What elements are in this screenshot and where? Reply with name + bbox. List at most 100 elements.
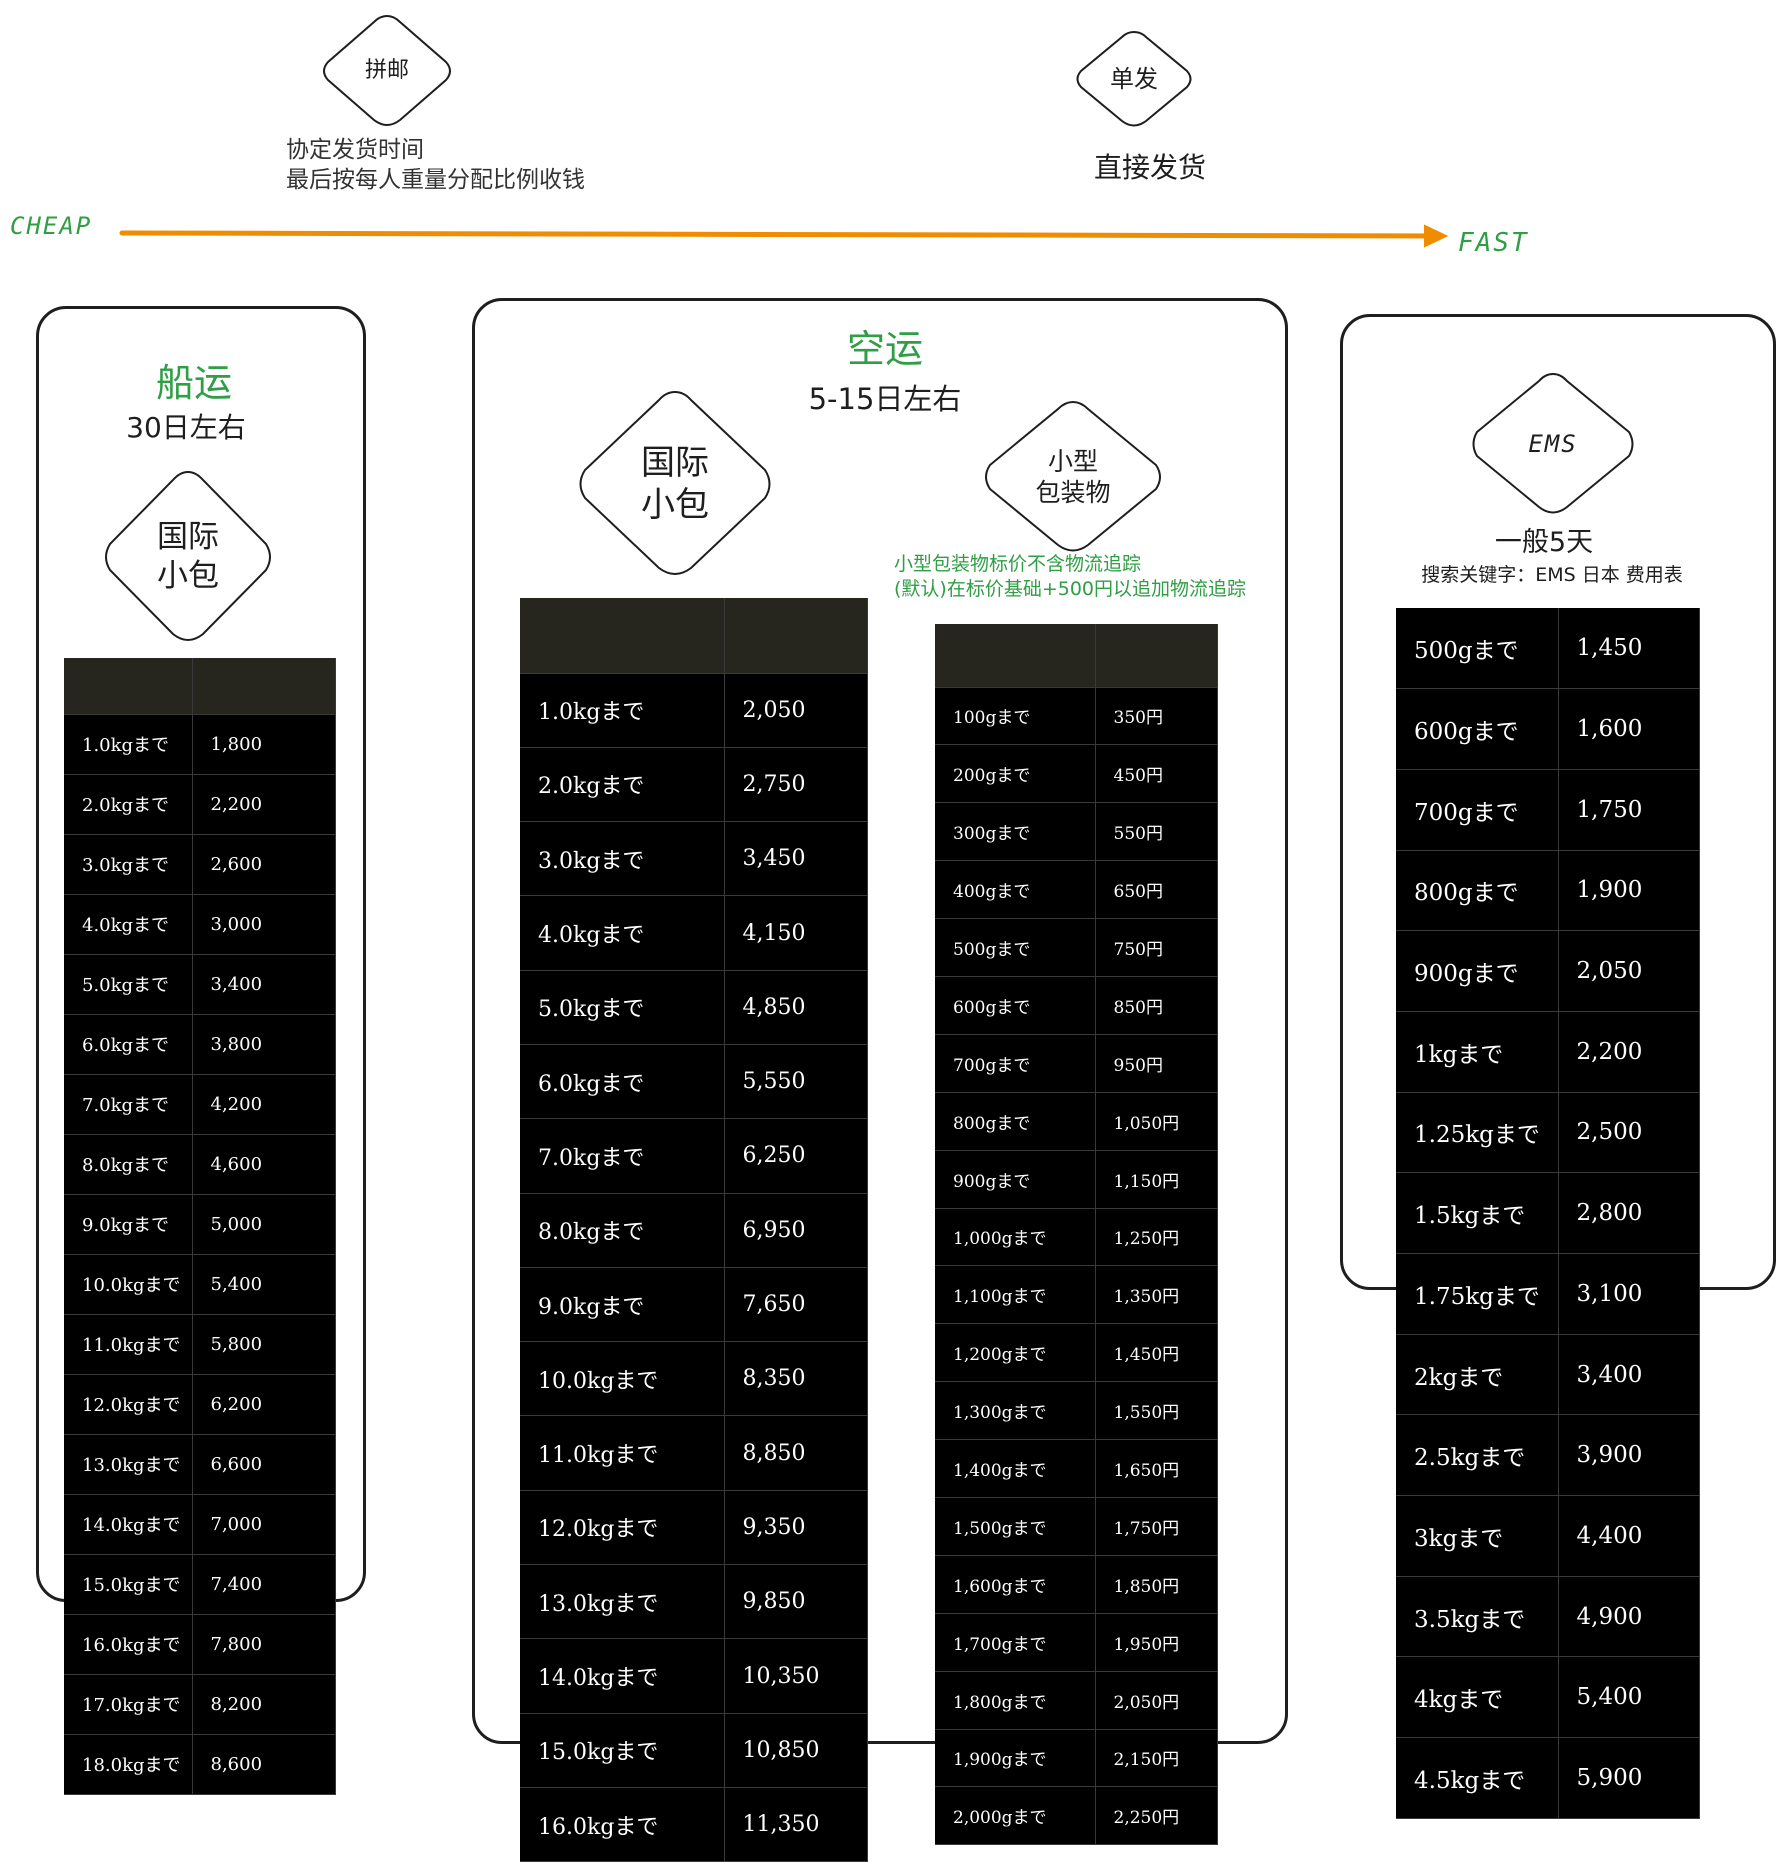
combined-shipping-diamond: 拼邮 [318,14,456,128]
price-cell: 1,050円 [1095,1092,1218,1151]
price-cell: 6,600 [192,1434,336,1495]
price-cell: 1,450円 [1095,1323,1218,1383]
price-cell: 4,400 [1558,1495,1700,1577]
price-cell: 1,950円 [1095,1613,1218,1672]
air-freight-duration: 5-15日左右 [808,382,962,416]
weight-cell: 100gまで [935,687,1096,746]
price-cell: 8,350 [724,1341,868,1417]
single-shipping-diamond: 单发 [1072,30,1196,128]
small-packet-label: 小型 包装物 [1035,446,1111,507]
small-packet-tracking-note: 小型包装物标价不含物流追踪 (默认)在标价基础+500円以追加物流追踪 [894,553,1247,601]
price-cell: 1,850円 [1095,1555,1218,1614]
weight-cell: 1,800gまで [935,1671,1096,1730]
price-cell: 2,200 [192,774,336,835]
price-cell: 750円 [1095,918,1218,977]
price-cell: 1,250円 [1095,1208,1218,1267]
weight-cell: 2kgまで [1396,1334,1559,1416]
price-cell: 950円 [1095,1034,1218,1093]
price-cell: 850円 [1095,976,1218,1035]
weight-cell: 5.0kgまで [520,970,725,1045]
price-cell: 1,150円 [1095,1150,1218,1209]
price-cell: 550円 [1095,802,1218,862]
price-cell: 2,800 [1558,1172,1700,1254]
price-cell: 2,600 [192,834,336,895]
price-cell: 1,750円 [1095,1497,1218,1556]
price-cell: 10,350 [724,1638,868,1714]
weight-cell: 1,600gまで [935,1555,1096,1614]
weight-cell: 15.0kgまで [64,1554,193,1615]
price-cell: 5,000 [192,1194,336,1255]
weight-cell: 12.0kgまで [64,1374,193,1435]
table-header-row [520,598,868,674]
weight-cell: 7.0kgまで [520,1118,725,1194]
weight-cell: 13.0kgまで [520,1564,725,1640]
price-cell: 8,200 [192,1674,336,1735]
air-freight-title: 空运 [846,327,923,371]
price-cell: 10,850 [724,1713,868,1788]
weight-cell: 900gまで [1396,930,1559,1012]
price-cell: 1,800 [192,714,336,775]
price-cell: 2,050 [724,673,868,748]
weight-cell: 4.0kgまで [520,895,725,971]
weight-cell: 2.0kgまで [520,747,725,823]
price-cell: 9,850 [724,1564,868,1640]
weight-cell: 1kgまで [1396,1011,1559,1093]
weight-cell: 800gまで [1396,850,1559,932]
weight-cell: 13.0kgまで [64,1434,193,1495]
weight-cell: 1,200gまで [935,1323,1096,1383]
single-shipping-label: 单发 [1110,65,1158,93]
weight-cell: 1,700gまで [935,1613,1096,1672]
weight-cell: 4kgまで [1396,1656,1559,1739]
weight-cell: 11.0kgまで [64,1314,193,1375]
weight-cell: 900gまで [935,1150,1096,1209]
price-cell: 7,000 [192,1494,336,1555]
price-cell: 1,450 [1558,608,1700,690]
price-cell: 1,600 [1558,688,1700,770]
weight-cell: 1,100gまで [935,1265,1096,1325]
price-cell: 11,350 [724,1787,868,1862]
fast-label: FAST [1458,228,1529,258]
sea-intl-parcel-diamond: 国际 小包 [100,470,276,644]
weight-cell: 3.0kgまで [520,821,725,897]
diamond-shape [105,470,271,641]
diamond-shape [1076,30,1192,127]
price-cell: 2,250円 [1095,1786,1218,1846]
price-cell: 7,650 [724,1267,868,1343]
table-header-row [64,658,336,715]
price-cell: 3,000 [192,894,336,955]
weight-cell: 8.0kgまで [64,1134,193,1195]
weight-cell: 1,300gまで [935,1381,1096,1441]
weight-cell: 1.0kgまで [520,673,725,748]
price-cell: 1,550円 [1095,1381,1218,1441]
